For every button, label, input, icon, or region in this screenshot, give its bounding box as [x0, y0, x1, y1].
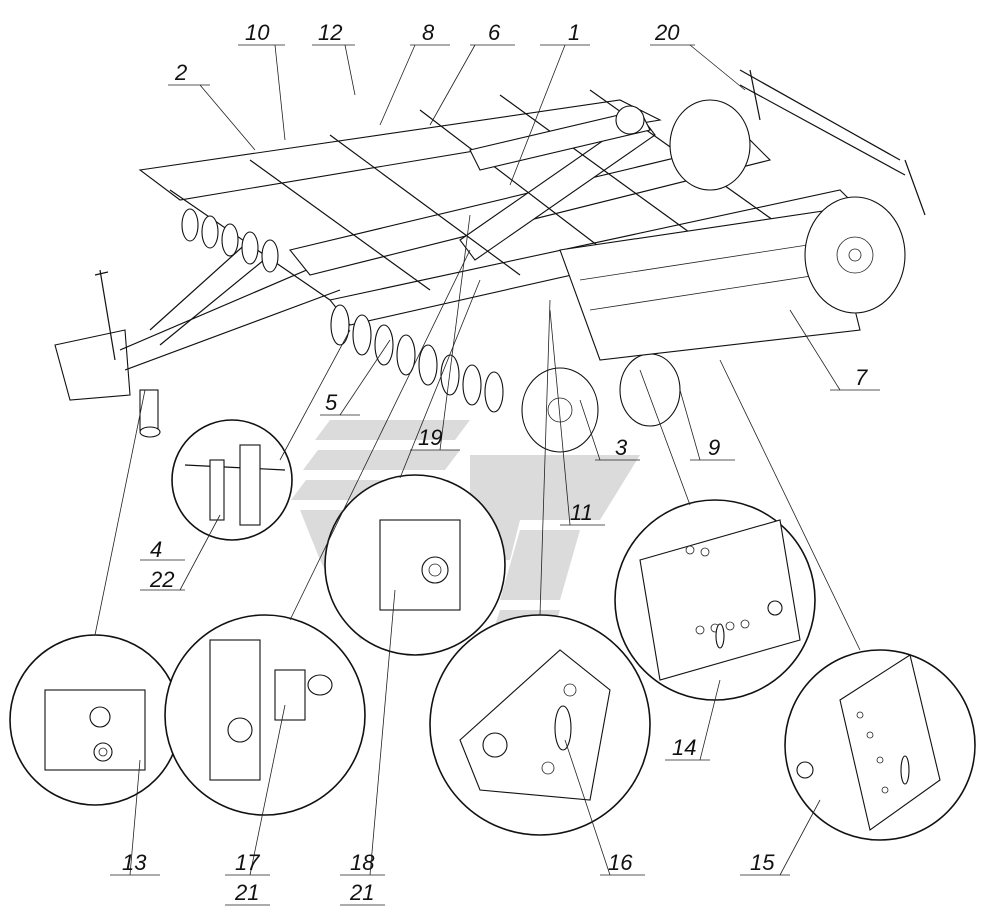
callout-21-a: 21: [234, 880, 259, 905]
detail-circle-14: [614, 499, 816, 701]
leader-lines: [94, 44, 880, 906]
callout-16: 16: [608, 850, 633, 875]
callout-12: 12: [318, 20, 342, 45]
callout-5: 5: [325, 390, 338, 415]
callout-3: 3: [615, 435, 628, 460]
callout-20: 20: [654, 20, 680, 45]
callout-6: 6: [488, 20, 501, 45]
callout-18: 18: [350, 850, 375, 875]
detail-circle-4: [171, 419, 293, 541]
callout-4: 4: [150, 537, 162, 562]
callout-2: 2: [174, 60, 187, 85]
callout-15: 15: [750, 850, 775, 875]
callout-7: 7: [855, 365, 868, 390]
callout-labels: 1 2 3 4 5 6 7 8 9 10 11 12 13 14 15 16 1…: [122, 20, 868, 905]
detail-circle-18-21: [324, 474, 506, 656]
detail-circle-13: [9, 634, 181, 806]
callout-21-b: 21: [349, 880, 374, 905]
detail-circle-16: [429, 614, 651, 836]
callout-19: 19: [418, 425, 442, 450]
detail-circle-15: [784, 649, 976, 841]
rear-disc-gang: [330, 304, 504, 413]
transport-wheels: [669, 99, 906, 314]
callout-8: 8: [422, 20, 435, 45]
front-disc-gang: [181, 208, 279, 273]
callout-22: 22: [149, 567, 174, 592]
callout-10: 10: [245, 20, 270, 45]
detail-circle-17-21: [164, 614, 366, 816]
callout-13: 13: [122, 850, 147, 875]
callout-1: 1: [568, 20, 580, 45]
callout-14: 14: [672, 735, 696, 760]
callout-17: 17: [235, 850, 260, 875]
callout-11: 11: [570, 500, 593, 525]
callout-9: 9: [708, 435, 720, 460]
harrow-frame: [54, 69, 926, 453]
